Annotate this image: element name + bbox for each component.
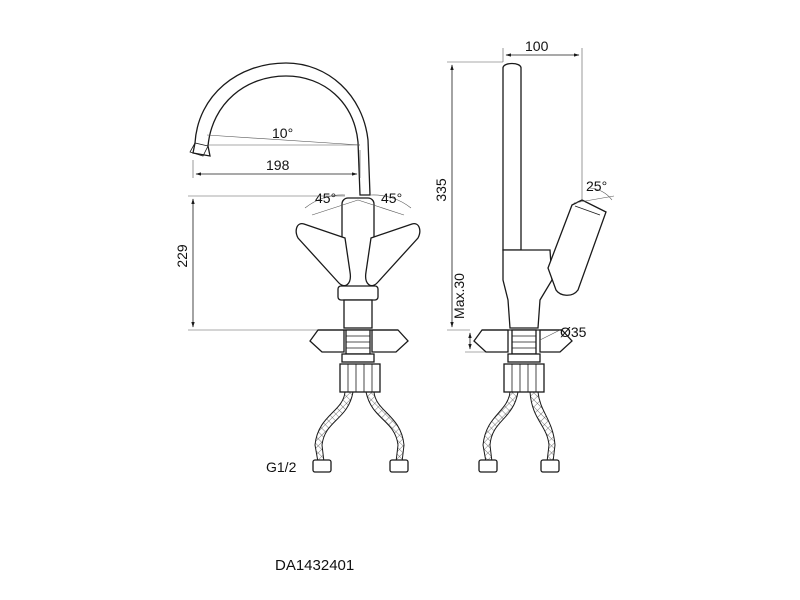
front-hose-left [314,391,354,463]
side-hose-left [482,391,519,463]
side-hole-diameter-label: Ø35 [560,324,587,340]
side-view: 25° 100 335 Max.30 Ø35 [433,38,615,473]
side-width-label: 100 [525,38,549,54]
side-height-label: 335 [433,178,449,202]
side-fitting-right [540,459,560,473]
front-spout [192,62,371,196]
front-body-collar [343,299,373,329]
front-height-label: 229 [174,244,190,268]
front-fitting-left [312,459,332,473]
front-handle-angle-right: 45° [381,190,402,206]
front-handle-right [365,223,421,287]
side-thickness-label: Max.30 [451,273,467,319]
side-threaded-shank [503,329,545,393]
side-hose-right [529,391,556,463]
front-handle-left [295,223,351,287]
side-lever [547,199,607,296]
side-lever-angle-label: 25° [586,178,607,194]
front-fitting-right [389,459,409,473]
front-view: 10° 198 45° 45° 229 [174,62,421,475]
front-body-base [337,285,379,301]
side-countertop [473,329,509,353]
side-fitting-left [478,459,498,473]
side-body [502,249,553,329]
model-code: DA1432401 [275,557,354,574]
front-hose-right [365,391,405,463]
front-threaded-shank [339,329,381,393]
side-spout [502,62,522,251]
front-spout-angle-line [206,134,361,146]
front-spout-tip [189,142,209,157]
front-reach-label: 198 [266,157,290,173]
front-handle-angle-left: 45° [315,190,336,206]
front-connection-label: G1/2 [266,459,297,475]
front-countertop [309,329,345,353]
front-spout-angle-label: 10° [272,125,293,141]
